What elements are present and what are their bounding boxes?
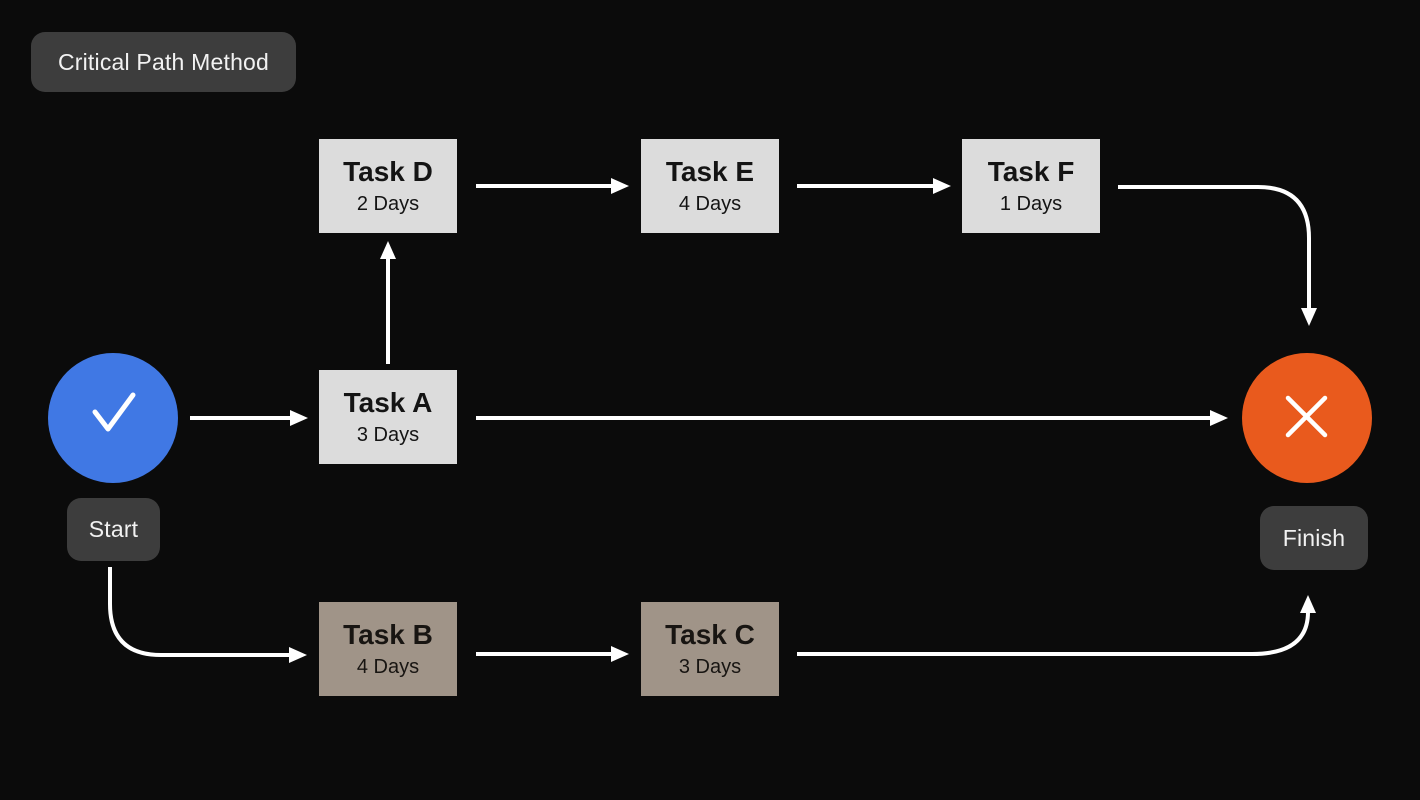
task-node-c[interactable]: Task C 3 Days xyxy=(641,602,779,696)
task-node-f[interactable]: Task F 1 Days xyxy=(962,139,1100,233)
diagram-title-chip[interactable]: Critical Path Method xyxy=(31,32,296,92)
task-name: Task B xyxy=(343,619,433,651)
finish-label[interactable]: Finish xyxy=(1260,506,1368,570)
task-duration: 4 Days xyxy=(356,655,420,678)
check-icon xyxy=(48,351,178,486)
task-node-d[interactable]: Task D 2 Days xyxy=(319,139,457,233)
start-node[interactable] xyxy=(48,353,178,483)
edge-task-c-to-finish xyxy=(797,595,1316,656)
task-node-b[interactable]: Task B 4 Days xyxy=(319,602,457,696)
task-duration: 3 Days xyxy=(678,655,742,678)
task-duration: 1 Days xyxy=(999,192,1063,215)
finish-label-text: Finish xyxy=(1282,524,1346,551)
task-duration: 4 Days xyxy=(678,192,742,215)
task-duration: 3 Days xyxy=(356,423,420,446)
task-name: Task D xyxy=(343,156,433,188)
x-icon xyxy=(1242,351,1372,486)
task-node-a[interactable]: Task A 3 Days xyxy=(319,370,457,464)
task-name: Task F xyxy=(987,156,1075,188)
diagram-title: Critical Path Method xyxy=(57,48,270,75)
start-label-text: Start xyxy=(88,516,139,542)
finish-node[interactable] xyxy=(1242,353,1372,483)
edge-start-to-task-b xyxy=(108,567,307,663)
start-label[interactable]: Start xyxy=(67,498,160,561)
task-name: Task A xyxy=(343,387,433,419)
task-duration: 2 Days xyxy=(356,192,420,215)
task-name: Task C xyxy=(665,619,755,651)
task-name: Task E xyxy=(665,156,755,188)
edge-task-f-to-finish xyxy=(1118,185,1317,326)
task-node-e[interactable]: Task E 4 Days xyxy=(641,139,779,233)
